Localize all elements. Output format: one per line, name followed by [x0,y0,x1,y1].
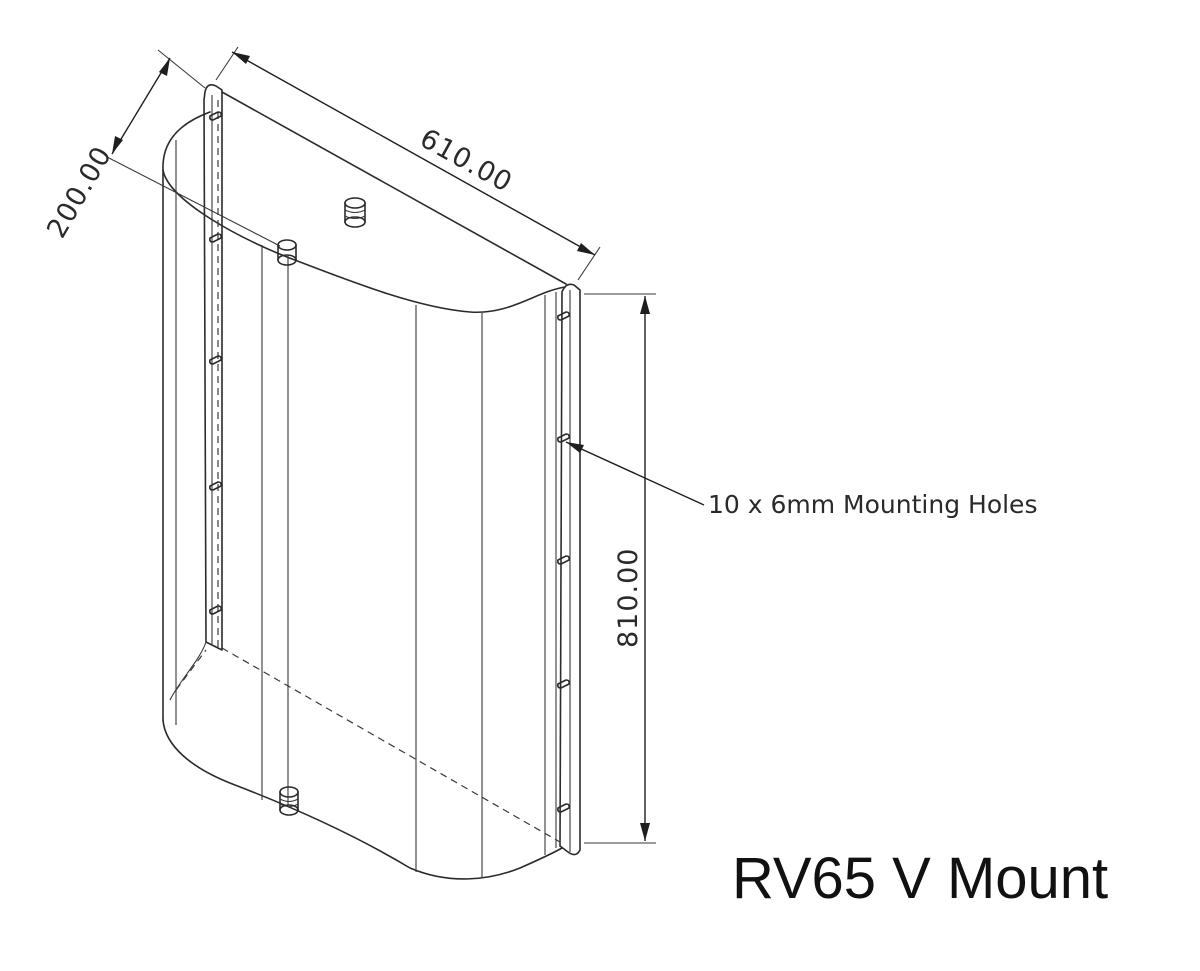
callout-label: 10 x 6mm Mounting Holes [708,490,1037,519]
mounting-hole [557,433,570,443]
drawing-title: RV65 V Mount [732,846,1108,911]
dimension-height: 810.00 [584,293,656,844]
dimension-depth-label: 200.00 [41,141,118,244]
mid-stud [277,239,297,266]
dimension-depth: 200.00 [41,49,281,247]
mount-body [162,84,581,880]
mounting-holes [209,111,570,813]
mounting-hole [209,605,222,615]
dimension-width-label: 610.00 [415,123,518,199]
dimension-width: 610.00 [215,46,601,281]
mounting-holes-callout: 10 x 6mm Mounting Holes [565,441,1037,519]
dimension-height-label: 810.00 [613,548,644,648]
mounting-hole [209,111,222,121]
top-edge [221,91,567,285]
bottom-stud [279,786,299,816]
mounting-hole [557,803,570,813]
right-flange [559,283,581,856]
bottom-profile [162,719,563,880]
mounting-hole [557,555,570,565]
top-profile [162,111,566,314]
top-stud [344,197,366,228]
hidden-edge-bottom [221,647,561,843]
mounting-hole [209,481,222,491]
mounting-hole [209,355,222,365]
mounting-hole [557,679,570,689]
mounting-hole [209,233,222,243]
left-flange [203,84,223,651]
mounting-hole [557,311,570,321]
